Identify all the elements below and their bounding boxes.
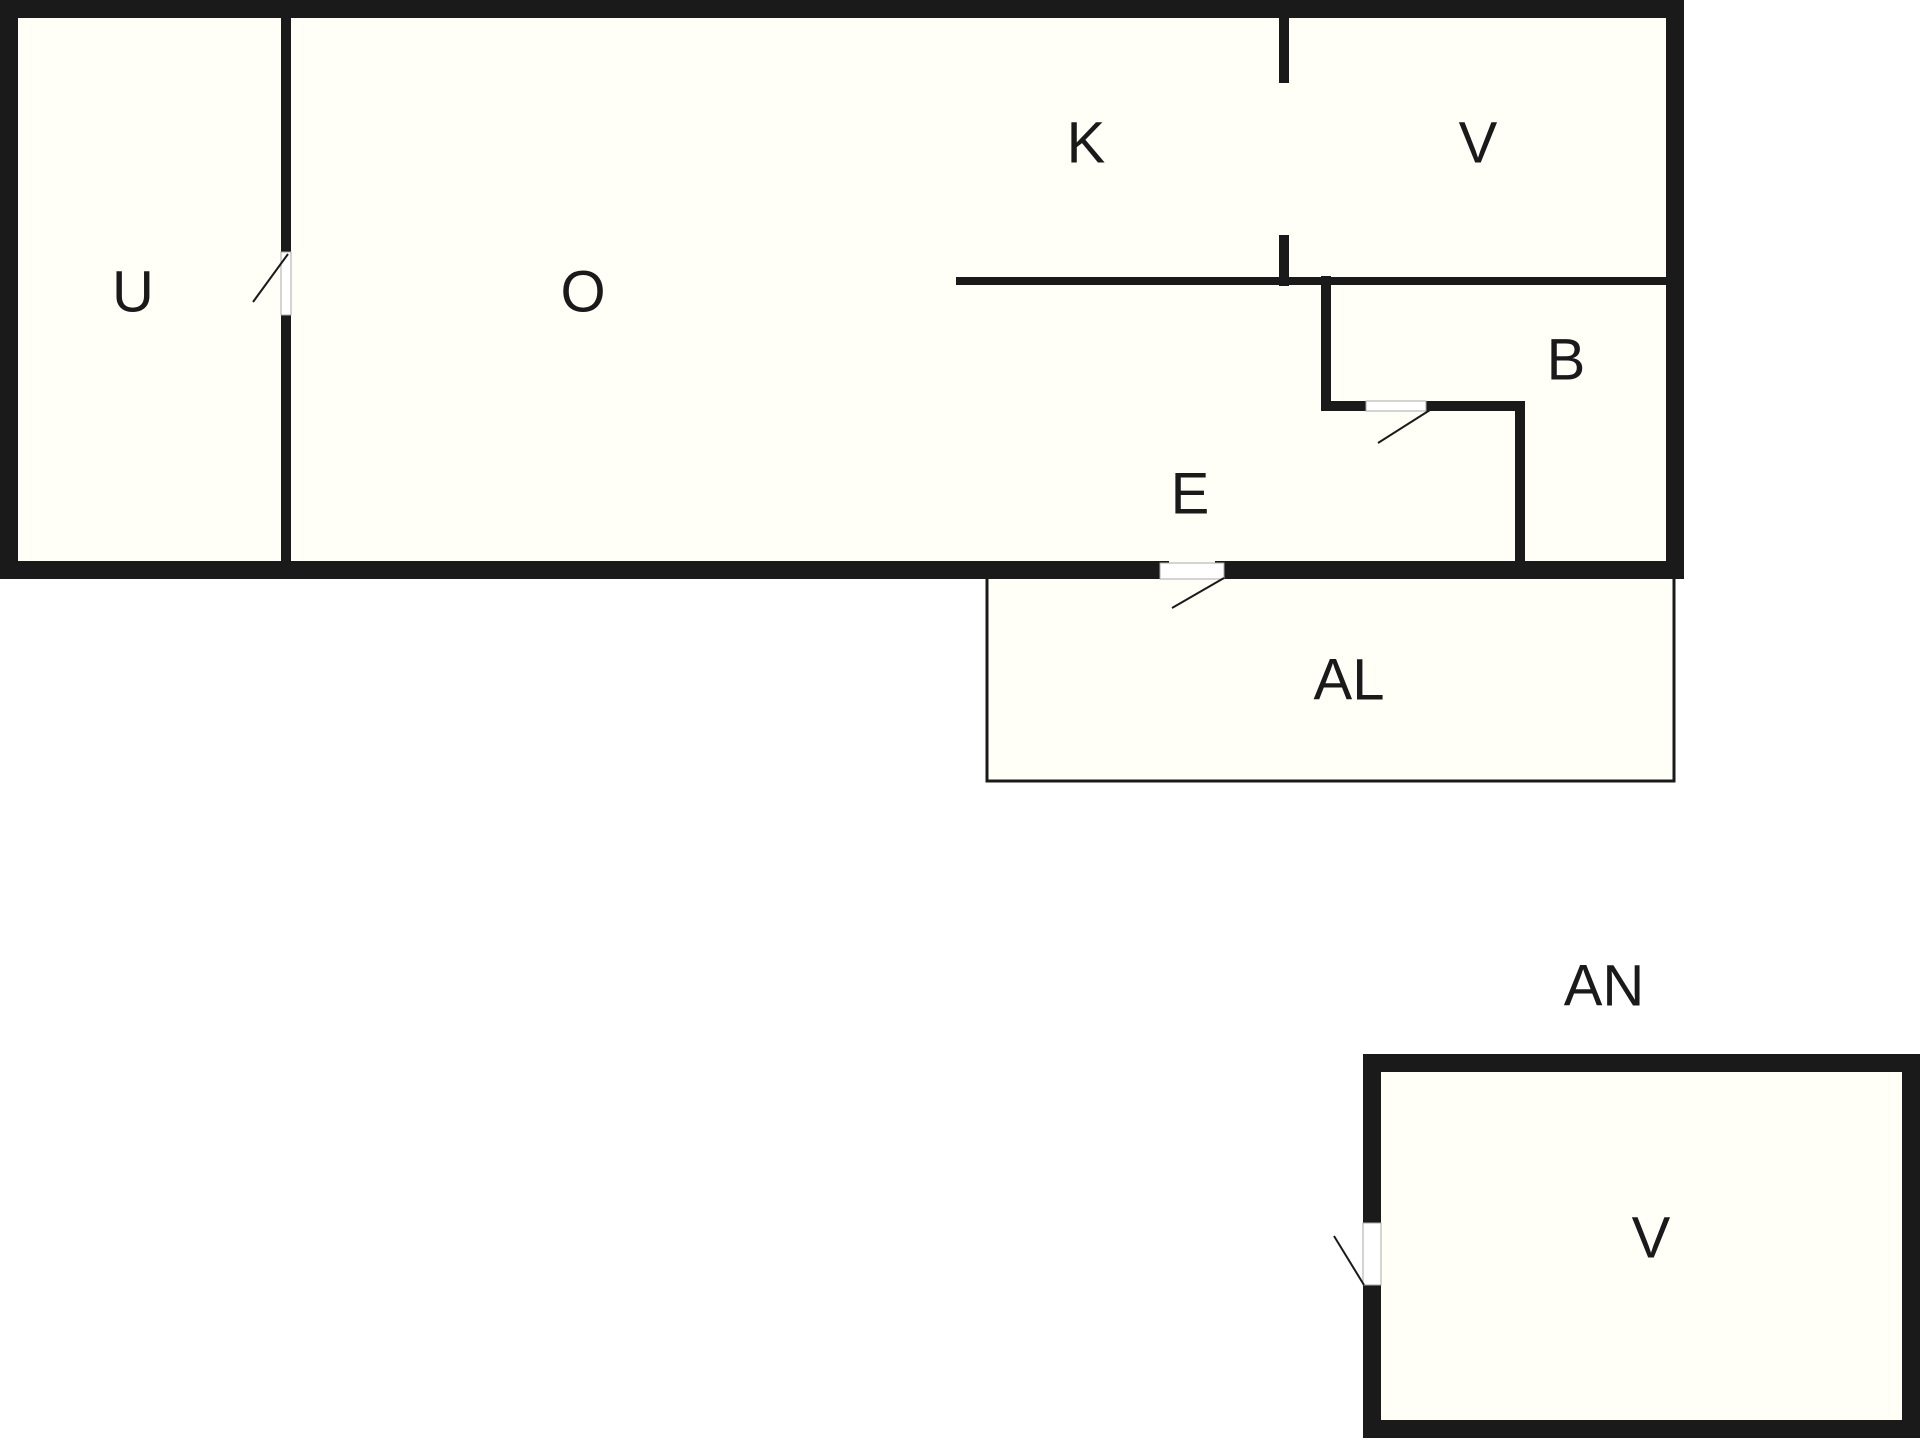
- room-label-u: U: [112, 260, 154, 325]
- door-gap-entrance: [1159, 562, 1225, 580]
- room-label-an: AN: [1564, 954, 1645, 1019]
- room-label-k: K: [1067, 111, 1106, 176]
- room-label-al: AL: [1314, 648, 1385, 713]
- outbuilding-wall: [1363, 1054, 1920, 1438]
- room-label-e: E: [1171, 462, 1210, 527]
- room-label-v-top: V: [1459, 111, 1498, 176]
- door-swing-outbuilding: [1333, 1235, 1365, 1286]
- main-building-outer-wall: [0, 0, 1684, 579]
- door-swing-entrance: [1171, 577, 1225, 609]
- door-swing-bathroom: [1377, 409, 1431, 444]
- outbuilding-floor: [1372, 1063, 1912, 1429]
- wall-bathroom: [1321, 276, 1525, 575]
- room-label-b: B: [1547, 328, 1586, 393]
- room-label-v-bottom: V: [1632, 1206, 1671, 1271]
- door-gap-u-o: [280, 251, 292, 316]
- room-label-o: O: [560, 260, 605, 325]
- door-gap-outbuilding: [1362, 1222, 1382, 1286]
- door-gap-bathroom: [1365, 400, 1427, 412]
- balcony-al-area: [987, 570, 1674, 781]
- main-building-floor: [9, 9, 1675, 570]
- door-swing-u-o: [252, 253, 289, 303]
